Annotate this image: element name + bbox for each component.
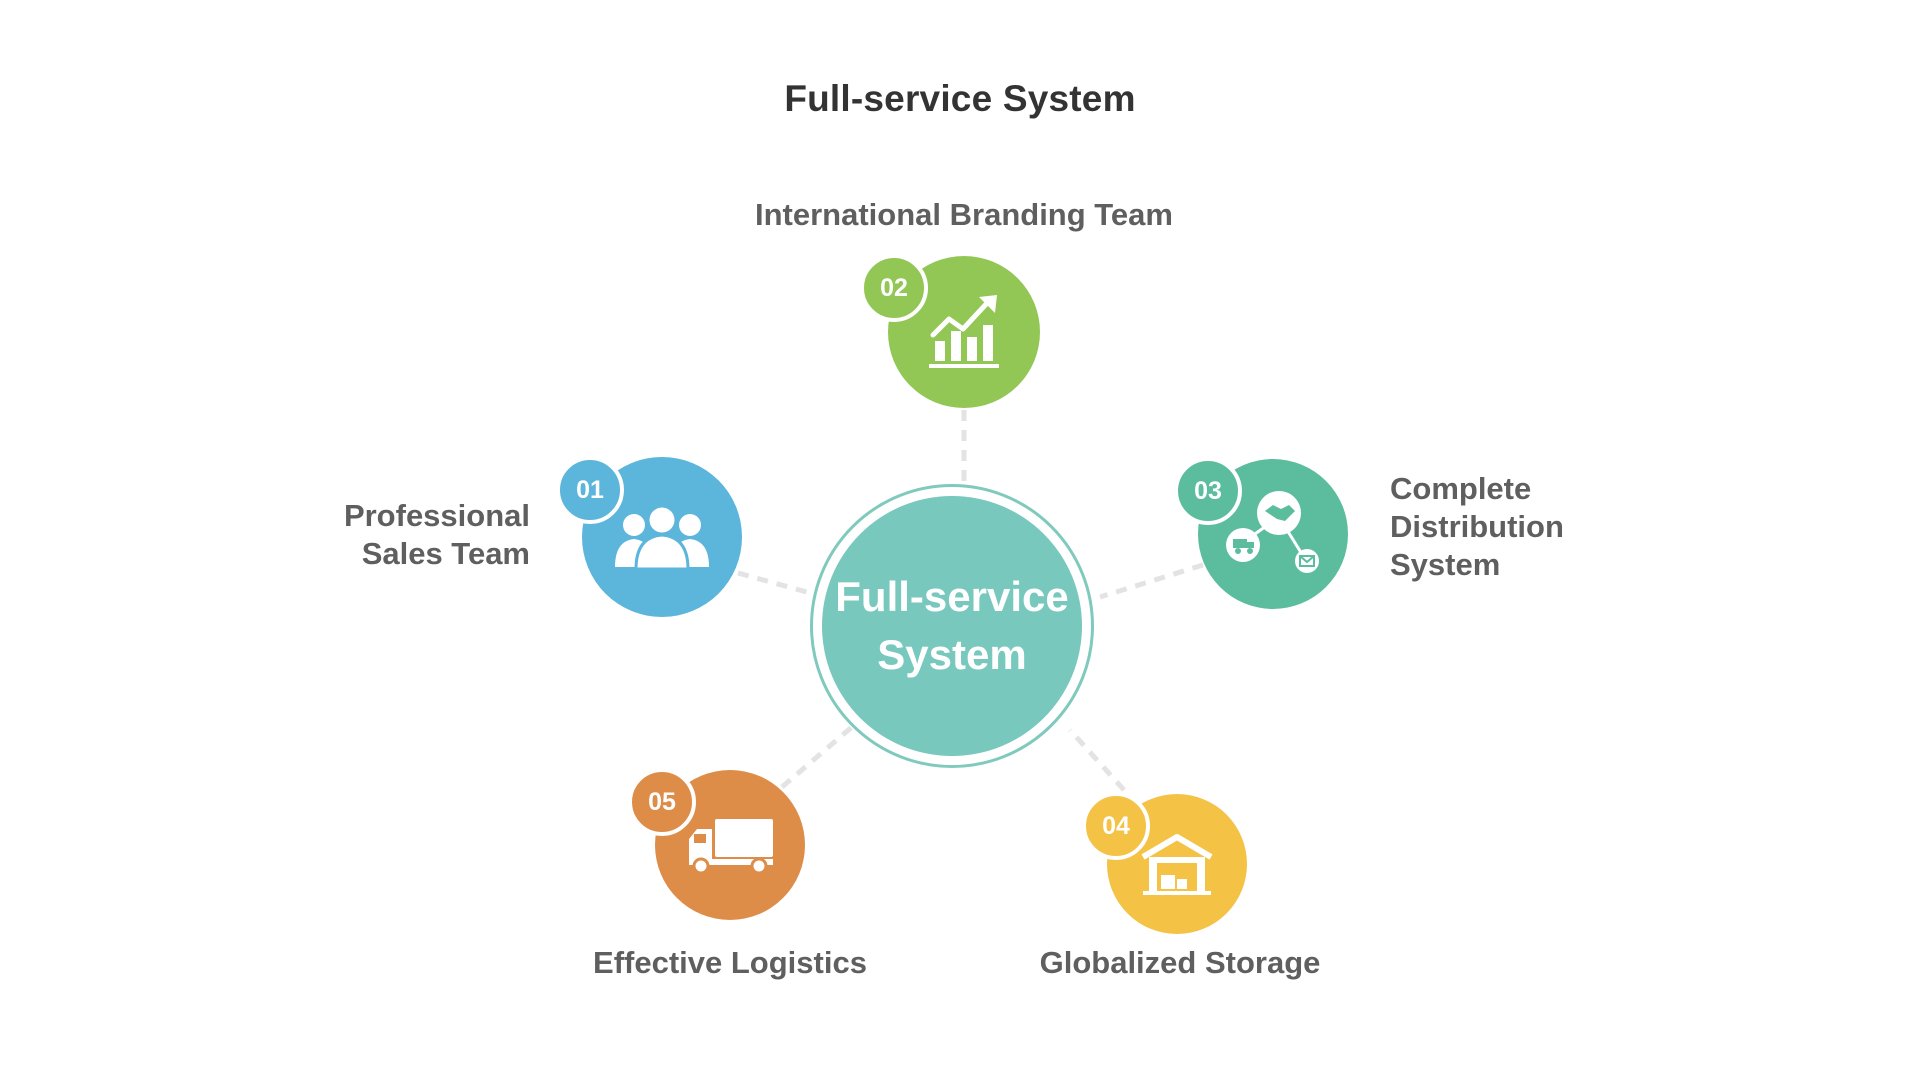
- node-04-badge: 04: [1082, 792, 1150, 860]
- node-03-number: 03: [1194, 476, 1222, 505]
- node-04-number: 04: [1102, 811, 1130, 840]
- node-01-label: Professional Sales Team: [230, 497, 530, 573]
- team-icon: [615, 505, 709, 569]
- node-04-label: Globalized Storage: [1000, 944, 1360, 982]
- node-05-label: Effective Logistics: [560, 944, 900, 982]
- node-03-label-line3: System: [1390, 547, 1501, 582]
- node-01-label-line2: Sales Team: [361, 536, 530, 571]
- node-04-label-line1: Globalized Storage: [1039, 945, 1321, 980]
- hub-label-line1: Full-service: [835, 573, 1069, 620]
- node-03-label-line1: Complete: [1390, 471, 1532, 506]
- hub-label-line2: System: [877, 631, 1027, 678]
- node-01-label-line1: Professional: [343, 498, 530, 533]
- node-02-number: 02: [880, 273, 908, 302]
- node-03-badge: 03: [1174, 457, 1242, 525]
- diagram-title: Full-service System: [784, 78, 1136, 119]
- hub-circle: Full-service System: [822, 496, 1082, 756]
- node-05-label-line1: Effective Logistics: [593, 945, 867, 980]
- node-05-badge: 05: [628, 768, 696, 836]
- connector-03: [1099, 562, 1204, 600]
- node-03-label: Complete Distribution System: [1390, 470, 1710, 584]
- delivery-truck-icon: [689, 819, 773, 875]
- node-02-label: International Branding Team: [740, 196, 1188, 234]
- node-01-number: 01: [576, 475, 604, 504]
- growth-chart-icon: [929, 295, 999, 368]
- node-02-badge: 02: [860, 254, 928, 322]
- node-02-label-line1: International Branding Team: [755, 197, 1173, 232]
- connector-05: [780, 724, 855, 789]
- warehouse-icon: [1141, 834, 1213, 895]
- connector-01: [737, 570, 815, 597]
- node-03-label-line2: Distribution: [1390, 509, 1564, 544]
- connector-04: [1068, 728, 1126, 792]
- node-01-badge: 01: [556, 456, 624, 524]
- node-05-number: 05: [648, 787, 676, 816]
- distribution-network-icon: [1226, 491, 1319, 573]
